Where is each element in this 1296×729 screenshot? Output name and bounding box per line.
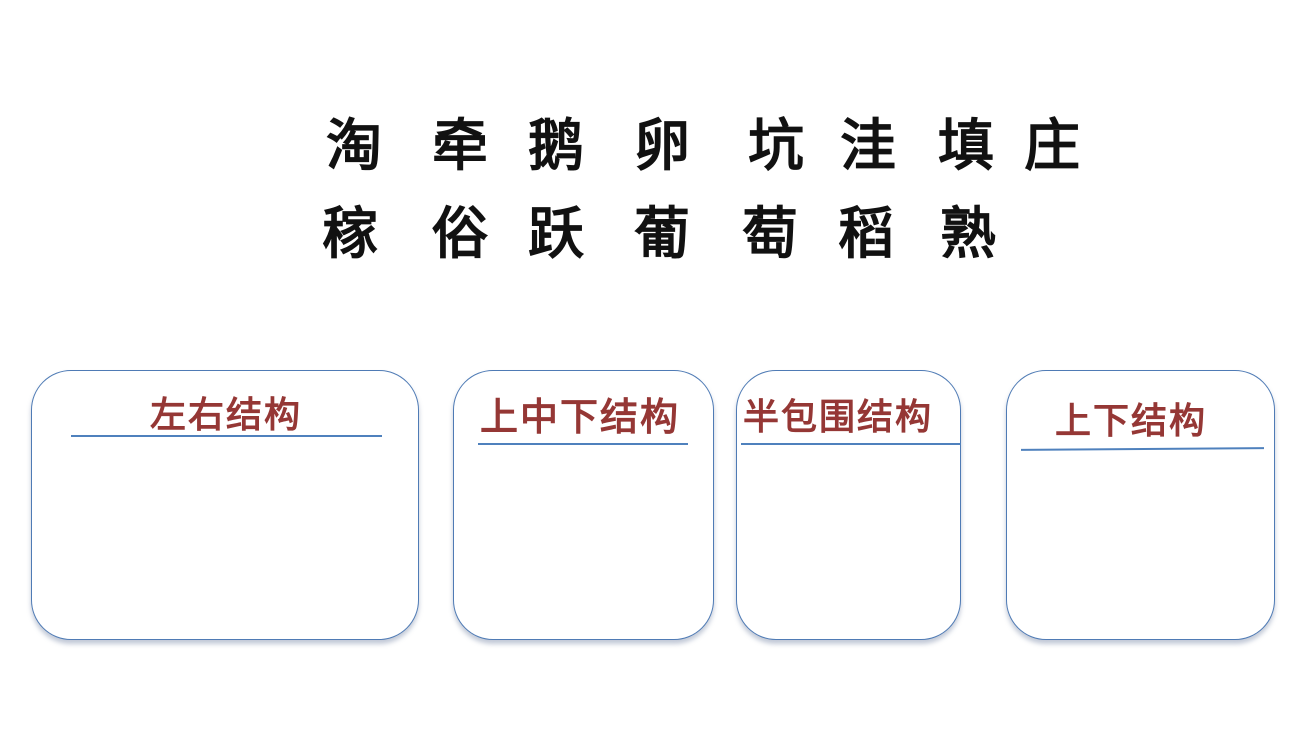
category-box-top-bottom — [1006, 370, 1275, 640]
category-title: 半包围结构 — [743, 397, 934, 438]
character: 俗 — [432, 201, 488, 267]
character: 牵 — [432, 113, 488, 179]
category-title: 上中下结构 — [480, 395, 681, 439]
category-box-half-enclosed — [736, 370, 961, 640]
title-underline — [741, 443, 961, 445]
category-box-top-middle-bottom — [453, 370, 714, 640]
character: 熟 — [940, 201, 996, 267]
category-box-left-right — [31, 370, 419, 640]
title-underline — [478, 443, 688, 445]
character: 淘 — [326, 113, 382, 179]
character: 填 — [938, 113, 994, 179]
character: 坑 — [748, 113, 804, 179]
character: 葡 — [634, 201, 690, 267]
character: 庄 — [1024, 113, 1080, 179]
character: 卵 — [634, 113, 690, 179]
character: 洼 — [840, 113, 896, 179]
character: 鹅 — [528, 113, 584, 179]
character: 稼 — [322, 201, 378, 267]
category-title: 左右结构 — [150, 395, 303, 436]
category-title: 上下结构 — [1055, 401, 1208, 442]
character: 稻 — [838, 201, 894, 267]
title-underline — [71, 435, 382, 437]
character: 跃 — [528, 201, 584, 267]
character: 萄 — [742, 201, 798, 267]
